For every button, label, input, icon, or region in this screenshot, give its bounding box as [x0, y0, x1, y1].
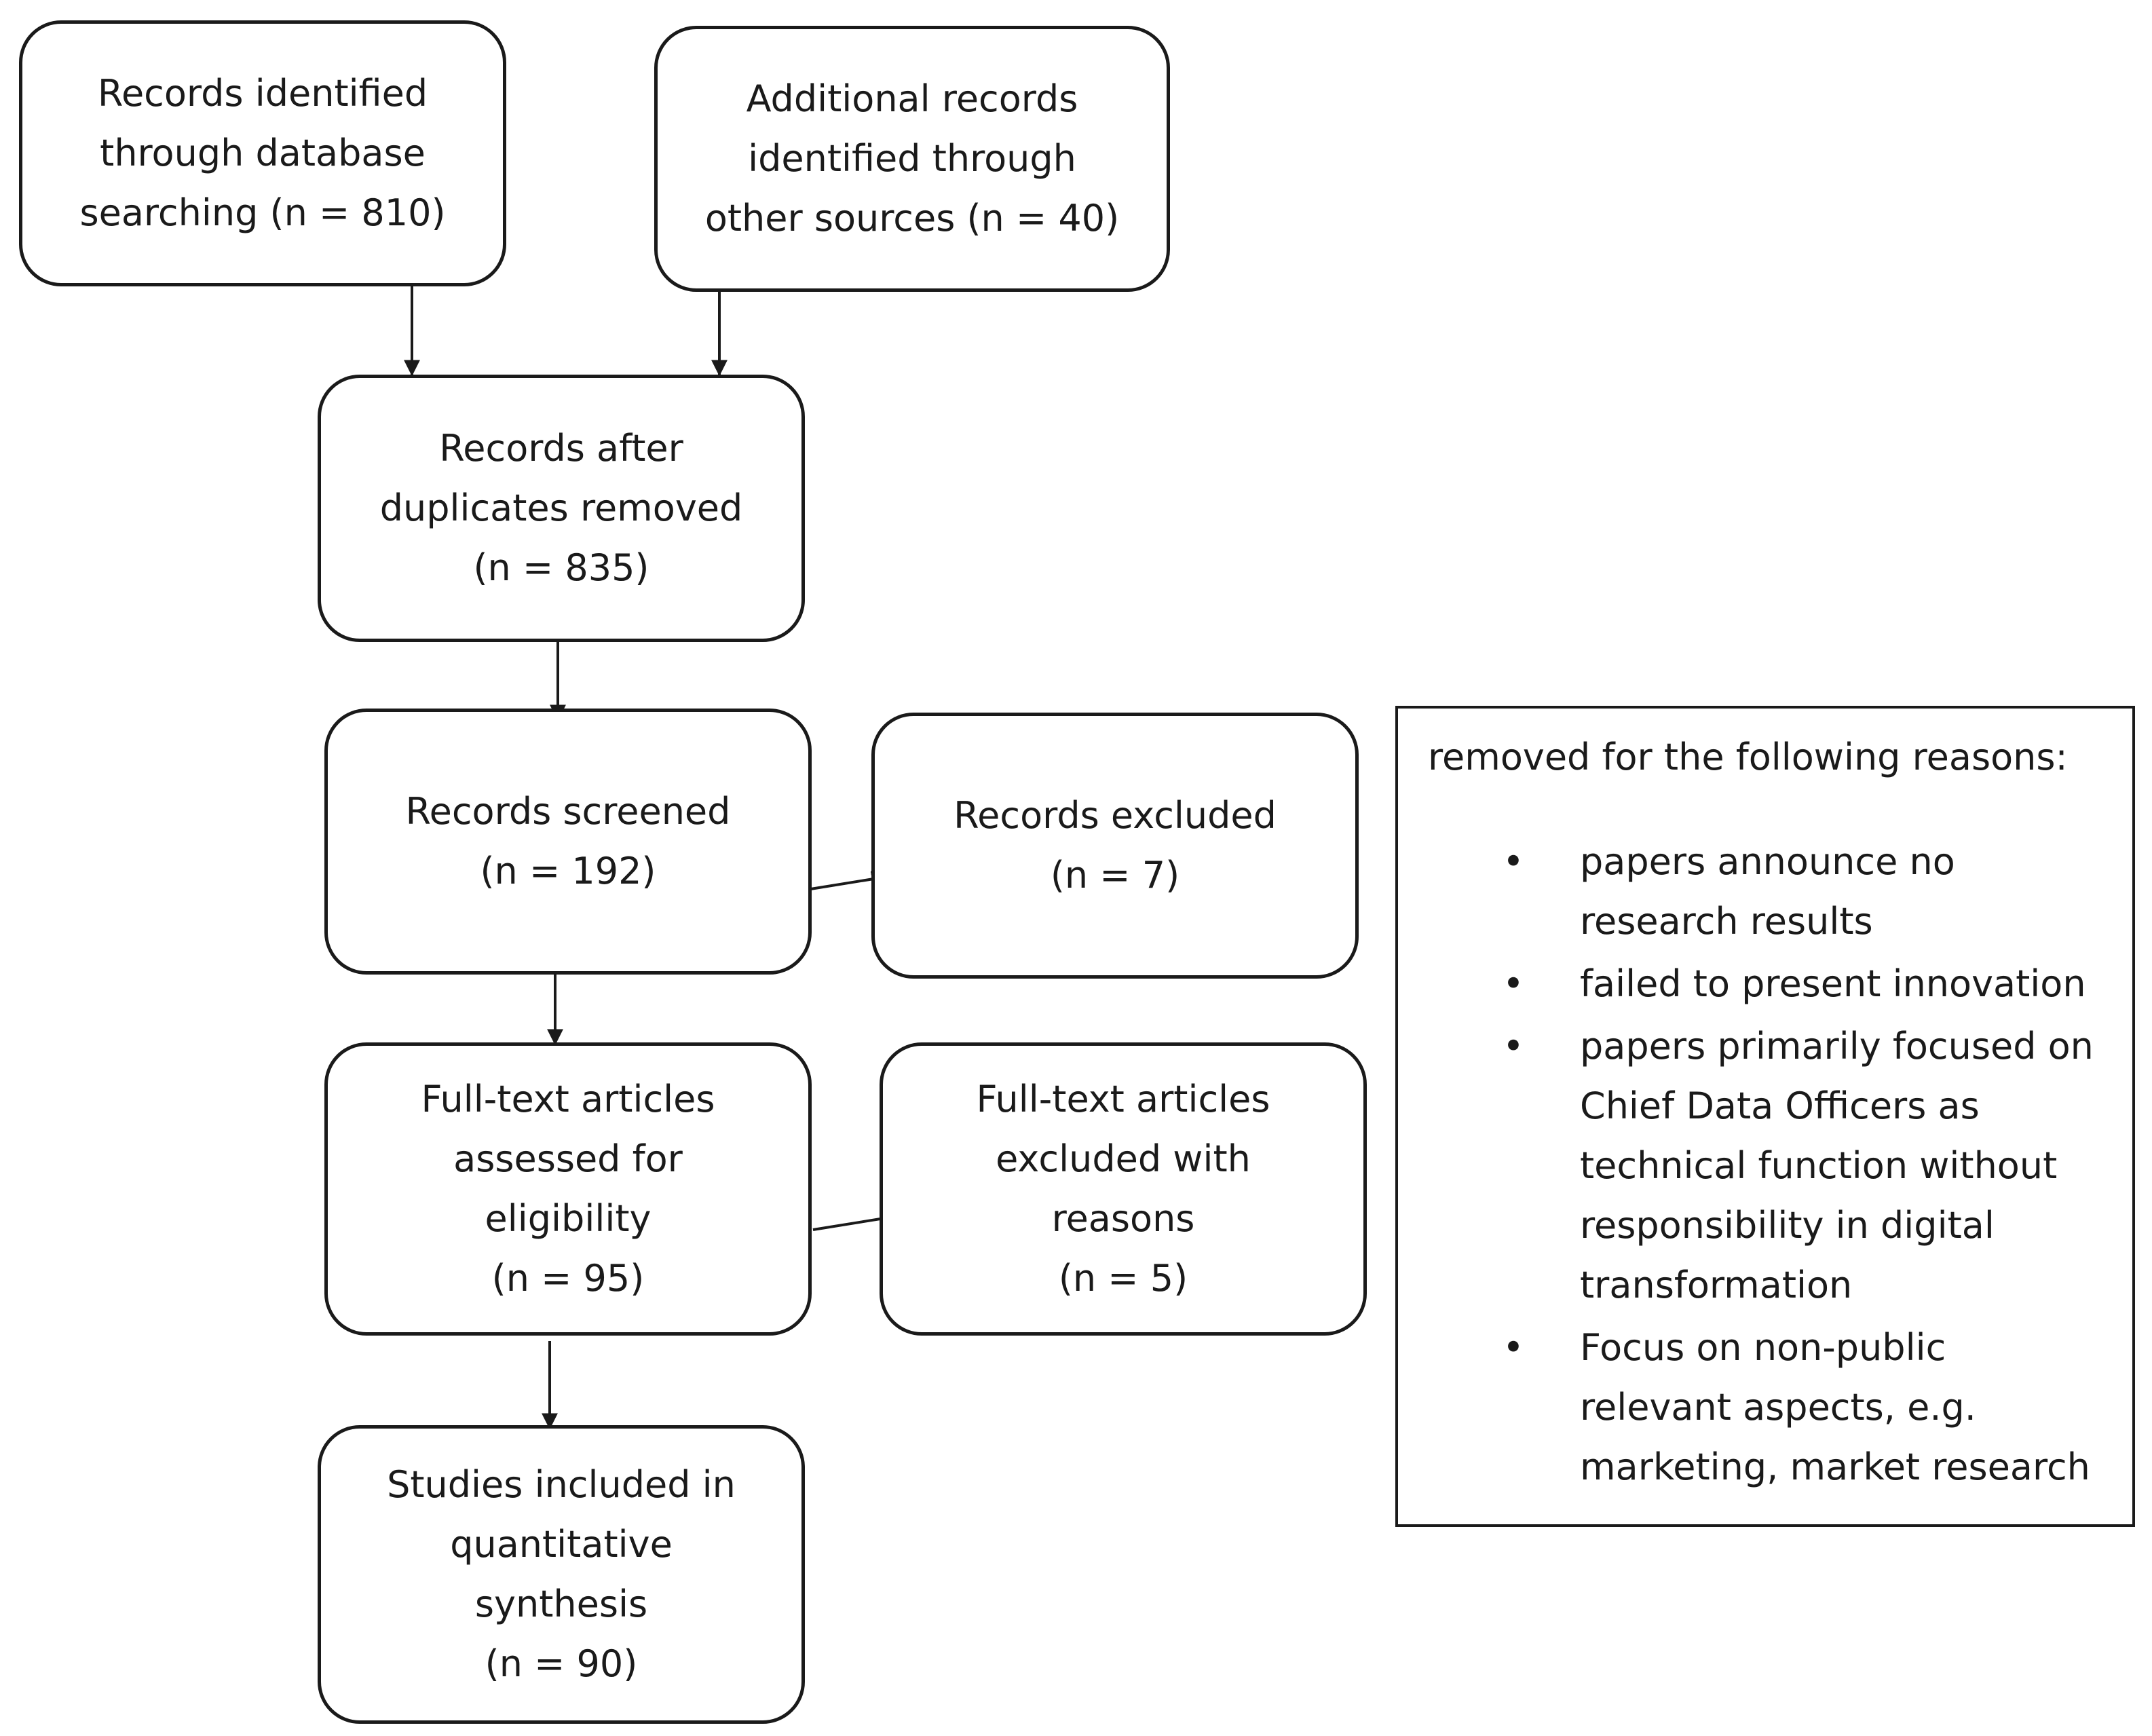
box-text-line: (n = 90) — [485, 1642, 638, 1685]
bullet-icon: • — [1503, 1326, 1524, 1369]
box-text-line: excluded with — [996, 1137, 1251, 1180]
box-records-excluded: Records excluded (n = 7) — [871, 713, 1359, 979]
reason-text-line: marketing, market research — [1580, 1446, 2090, 1488]
reason-text-line: papers primarily focused on — [1580, 1025, 2094, 1068]
exclusion-reasons-box: removed for the following reasons: • pap… — [1395, 706, 2135, 1527]
reason-text-line: responsibility in digital — [1580, 1204, 1995, 1247]
reasons-list: • papers announce no research results • … — [1398, 832, 2132, 1500]
box-text-line: searching (n = 810) — [79, 191, 446, 234]
box-text-line: assessed for — [453, 1137, 683, 1180]
reason-text-line: Focus on non-public — [1580, 1326, 1946, 1369]
reason-item: • failed to present innovation — [1398, 954, 2132, 1014]
reason-text-line: papers announce no — [1580, 840, 1955, 883]
reason-text-line: research results — [1580, 900, 1873, 943]
box-records-screened: Records screened (n = 192) — [324, 709, 812, 975]
bullet-icon: • — [1503, 840, 1524, 883]
box-text-line: Records identified — [97, 72, 428, 115]
reasons-heading: removed for the following reasons: — [1428, 736, 2068, 778]
box-text-line: eligibility — [485, 1197, 652, 1240]
reason-text-line: failed to present innovation — [1580, 962, 2086, 1005]
box-text-line: (n = 5) — [1058, 1257, 1188, 1300]
box-text-line: duplicates removed — [379, 487, 743, 529]
box-text-line: Records after — [439, 427, 683, 470]
reason-text-line: technical function without — [1580, 1144, 2058, 1187]
box-text-line: Studies included in — [387, 1463, 736, 1506]
box-text-line: Records excluded — [954, 794, 1277, 837]
reason-item: • Focus on non-public relevant aspects, … — [1398, 1318, 2132, 1497]
bullet-icon: • — [1503, 962, 1524, 1005]
box-text-line: Full-text articles — [976, 1078, 1270, 1120]
box-text-line: quantitative — [450, 1523, 673, 1566]
reason-text-line: transformation — [1580, 1264, 1853, 1306]
box-text-line: through database — [100, 132, 426, 174]
box-additional-records-other-sources: Additional records identified through ot… — [654, 26, 1170, 292]
reason-text-line: Chief Data Officers as — [1580, 1084, 1980, 1127]
bullet-icon: • — [1503, 1025, 1524, 1068]
box-text-line: identified through — [748, 137, 1076, 180]
box-text-line: reasons — [1051, 1197, 1195, 1240]
box-records-identified-database: Records identified through database sear… — [19, 20, 506, 286]
box-fulltext-excluded: Full-text articles excluded with reasons… — [880, 1042, 1367, 1336]
box-text-line: (n = 7) — [1050, 854, 1180, 897]
box-studies-included: Studies included in quantitative synthes… — [318, 1425, 805, 1724]
box-text-line: Full-text articles — [421, 1078, 715, 1120]
box-records-after-duplicates: Records after duplicates removed (n = 83… — [318, 375, 805, 642]
box-text-line: (n = 835) — [473, 546, 649, 589]
box-text-line: (n = 192) — [480, 850, 656, 892]
reason-item: • papers primarily focused on Chief Data… — [1398, 1017, 2132, 1315]
box-fulltext-assessed: Full-text articles assessed for eligibil… — [324, 1042, 812, 1336]
reason-item: • papers announce no research results — [1398, 832, 2132, 951]
box-text-line: (n = 95) — [491, 1257, 645, 1300]
box-text-line: synthesis — [474, 1583, 648, 1625]
box-text-line: Additional records — [746, 77, 1078, 120]
box-text-line: other sources (n = 40) — [704, 197, 1120, 240]
reason-text-line: relevant aspects, e.g. — [1580, 1386, 1976, 1429]
box-text-line: Records screened — [405, 790, 731, 833]
